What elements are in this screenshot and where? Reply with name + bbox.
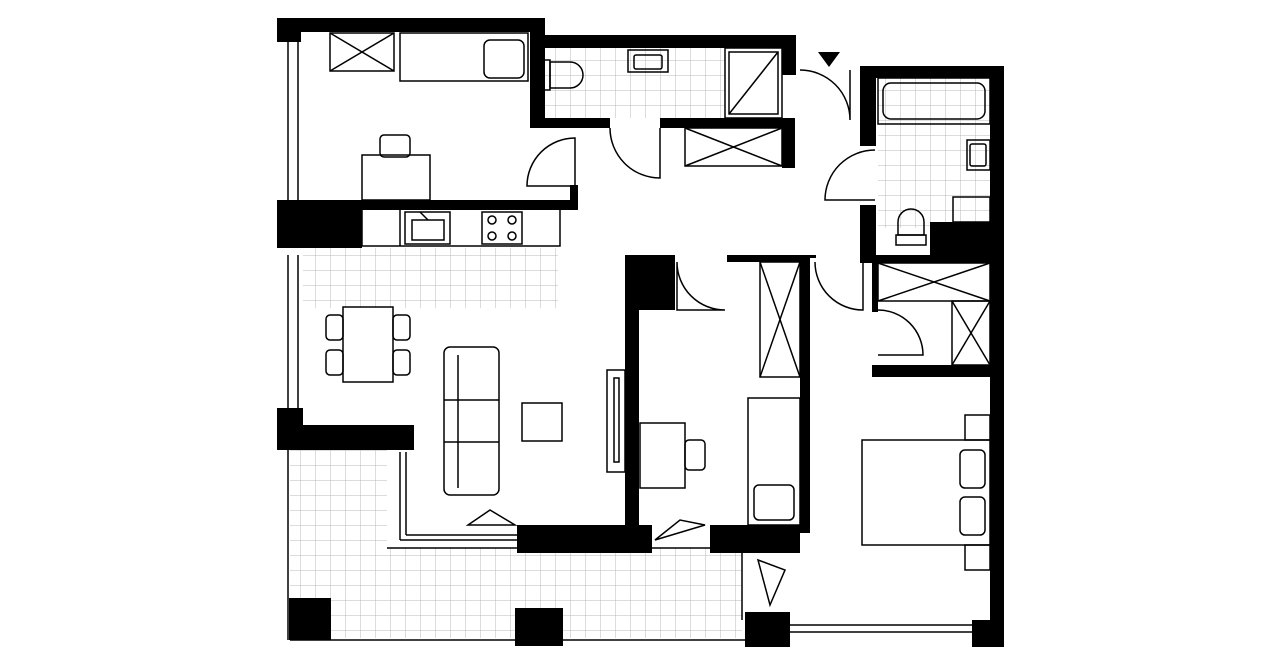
- sink-icon: [627, 49, 669, 73]
- door-terrace-left: [465, 509, 518, 526]
- double-bed-icon: [861, 414, 991, 571]
- bathroom-floor: [878, 78, 990, 228]
- door-terrace-right: [654, 519, 706, 541]
- toilet-icon: [539, 59, 584, 91]
- tv-icon: [606, 369, 626, 473]
- dining-table-icon: [325, 306, 411, 383]
- desk-icon: [361, 134, 431, 201]
- doors: [465, 69, 924, 608]
- bathroom-toilet-icon: [895, 208, 927, 246]
- washing-machine-icon: [952, 196, 991, 223]
- bathtub-icon: [877, 77, 991, 125]
- door-bathroom: [824, 149, 876, 201]
- stove-icon: [481, 211, 523, 245]
- tiled-floors: [290, 48, 990, 638]
- shower-icon: [724, 47, 783, 119]
- office-bed-icon: [747, 397, 801, 526]
- bed-icon: [399, 32, 529, 82]
- door-office: [676, 261, 726, 311]
- walls: [277, 18, 1004, 647]
- closet-icon: [877, 262, 991, 366]
- door-wc: [609, 127, 661, 179]
- office-desk-icon: [639, 422, 706, 489]
- bathroom-sink-icon: [966, 139, 991, 171]
- terrace-floor-lower: [387, 548, 742, 638]
- wc-floor: [540, 48, 725, 118]
- door-bedroom-master: [814, 261, 864, 311]
- door-terrace-side: [756, 558, 787, 608]
- hall-wardrobe-icon: [684, 127, 783, 167]
- door-bedroom: [526, 137, 576, 187]
- sofa-icon: [443, 346, 500, 496]
- outline-lines: [287, 42, 975, 641]
- entrance-arrow-icon: [818, 52, 840, 67]
- office-wardrobe-icon: [759, 261, 801, 378]
- door-entrance: [799, 69, 851, 121]
- coffee-table-icon: [521, 402, 563, 442]
- kitchen-floor: [303, 248, 558, 308]
- furniture: [325, 32, 991, 571]
- kitchen-sink-icon: [404, 211, 451, 245]
- door-closet: [877, 309, 924, 356]
- wardrobe-icon: [329, 32, 395, 72]
